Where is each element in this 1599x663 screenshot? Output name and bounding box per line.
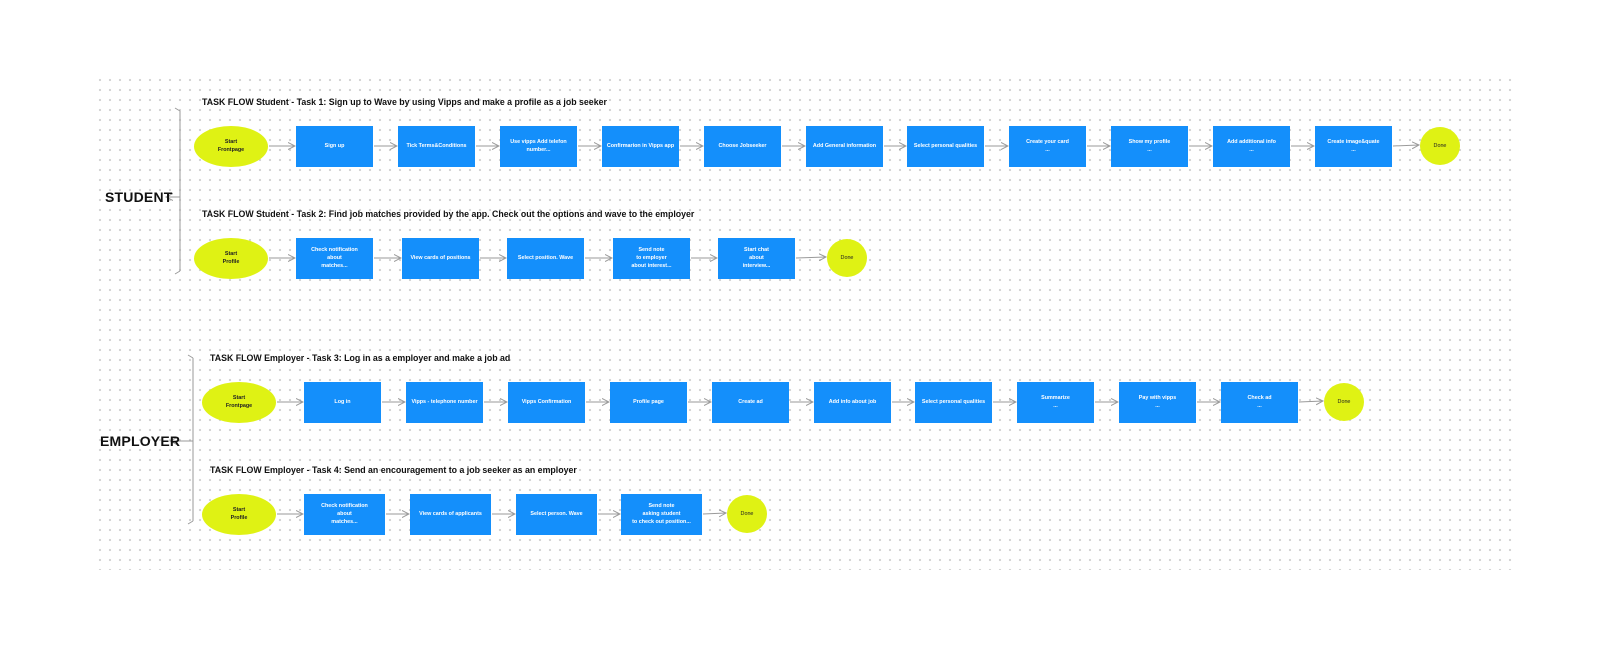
flow-step: Log in <box>304 381 381 423</box>
flow-step: Tick Terms&Conditions <box>398 125 475 167</box>
flow-step: Select personal qualities <box>915 381 992 423</box>
flow-step: Send note to employer about interest... <box>613 237 690 279</box>
done-node: Done <box>827 239 867 277</box>
flow-step: Summarize ... <box>1017 381 1094 423</box>
task-title: TASK FLOW Employer - Task 3: Log in as a… <box>210 353 511 363</box>
done-node: Done <box>727 495 767 533</box>
flow-step: Sign up <box>296 125 373 167</box>
flow-step: Select position. Wave <box>507 237 584 279</box>
start-node: Start Frontpage <box>194 125 268 167</box>
flow-step: Show my profile ... <box>1111 125 1188 167</box>
flow-step: Send note asking student to check out po… <box>621 493 702 535</box>
flow-step: Select personal qualities <box>907 125 984 167</box>
flow-step: Check ad ... <box>1221 381 1298 423</box>
flow-step: View cards of applicants <box>410 493 491 535</box>
group-label-employer: EMPLOYER <box>100 433 181 449</box>
flow-step: Vipps Confirmation <box>508 381 585 423</box>
flow-step: Start chat about interview... <box>718 237 795 279</box>
done-node: Done <box>1324 383 1364 421</box>
flow-step: Check notification about matches... <box>304 493 385 535</box>
flow-step: Add General information <box>806 125 883 167</box>
start-node: Start Profile <box>202 493 276 535</box>
flow-step: Choose Jobseeker <box>704 125 781 167</box>
flow-step: Profile page <box>610 381 687 423</box>
flow-step: Add additional info ... <box>1213 125 1290 167</box>
task-title: TASK FLOW Student - Task 1: Sign up to W… <box>202 97 607 107</box>
flow-step: Create your card ... <box>1009 125 1086 167</box>
flow-step: Vipps - telephone number <box>406 381 483 423</box>
flow-step: Confirmarion in Vipps app <box>602 125 679 167</box>
flow-step: Create ad <box>712 381 789 423</box>
done-node: Done <box>1420 127 1460 165</box>
group-label-student: STUDENT <box>105 189 173 205</box>
start-node: Start Profile <box>194 237 268 279</box>
start-node: Start Frontpage <box>202 381 276 423</box>
flow-step: Add info about job <box>814 381 891 423</box>
flow-step: View cards of positions <box>402 237 479 279</box>
flow-step: Check notification about matches... <box>296 237 373 279</box>
flow-step: Use vipps Add telefon number... <box>500 125 577 167</box>
flow-step: Create image&quate ... <box>1315 125 1392 167</box>
flow-step: Pay with vipps ... <box>1119 381 1196 423</box>
task-title: TASK FLOW Student - Task 2: Find job mat… <box>202 209 695 219</box>
task-title: TASK FLOW Employer - Task 4: Send an enc… <box>210 465 577 475</box>
flow-step: Select person. Wave <box>516 493 597 535</box>
